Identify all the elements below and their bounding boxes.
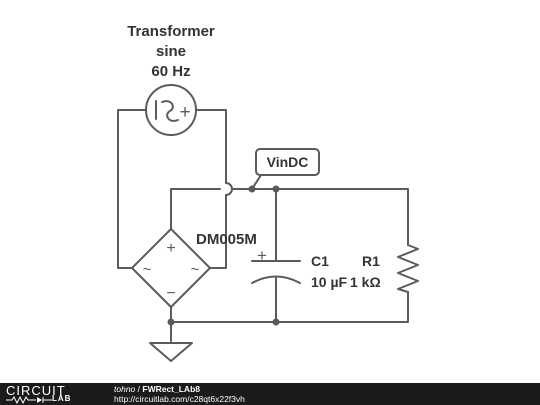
resistor-value: 1 kΩ [350,274,381,290]
circuit-title[interactable]: FWRect_LAb8 [142,384,200,394]
author-link[interactable]: tohno [114,384,136,394]
resistor-icon[interactable] [397,244,419,293]
bridge-minus-label: − [166,285,175,302]
source-loop-wires [117,109,233,269]
probe-label: VinDC [267,154,309,170]
capacitor-plus-label: + [257,246,267,265]
circuit-meta: tohno / FWRect_LAb8 [114,384,200,394]
bridge-ac-right-label: ~ [191,261,200,278]
source-frequency: 60 Hz [151,63,190,80]
circuit-url[interactable]: http://circuitlab.com/c28qt6x22f3vh [114,394,245,404]
probe-flag[interactable]: VinDC [251,148,320,190]
meta-separator: / [135,384,143,394]
capacitor-value: 10 µF [311,274,348,290]
circuitlab-logo[interactable]: CIRCUIT LAB [6,384,96,404]
capacitor-icon[interactable]: + [251,246,301,284]
source-title-line2: sine [156,43,186,60]
bridge-part-label: DM005M [196,231,257,248]
logo-waveform-icon [6,396,52,404]
dc-wires [170,188,409,342]
resistor-name: R1 [362,253,380,269]
logo-text-top: CIRCUIT [6,383,66,398]
source-plus-sign: + [179,102,190,123]
sine-source-icon[interactable]: + [145,84,197,136]
source-title-line1: Transformer [127,23,215,40]
schematic-canvas: Transformer sine 60 Hz + + − ~ ~ DM005M [117,23,419,362]
logo-text-bottom: LAB [52,394,72,403]
ground-icon[interactable] [149,342,193,362]
footer-bar: CIRCUIT LAB tohno / FWRect_LAb8 http://c… [0,383,540,405]
bridge-ac-left-label: ~ [143,261,152,278]
bridge-plus-label: + [166,240,175,257]
capacitor-name: C1 [311,253,329,269]
